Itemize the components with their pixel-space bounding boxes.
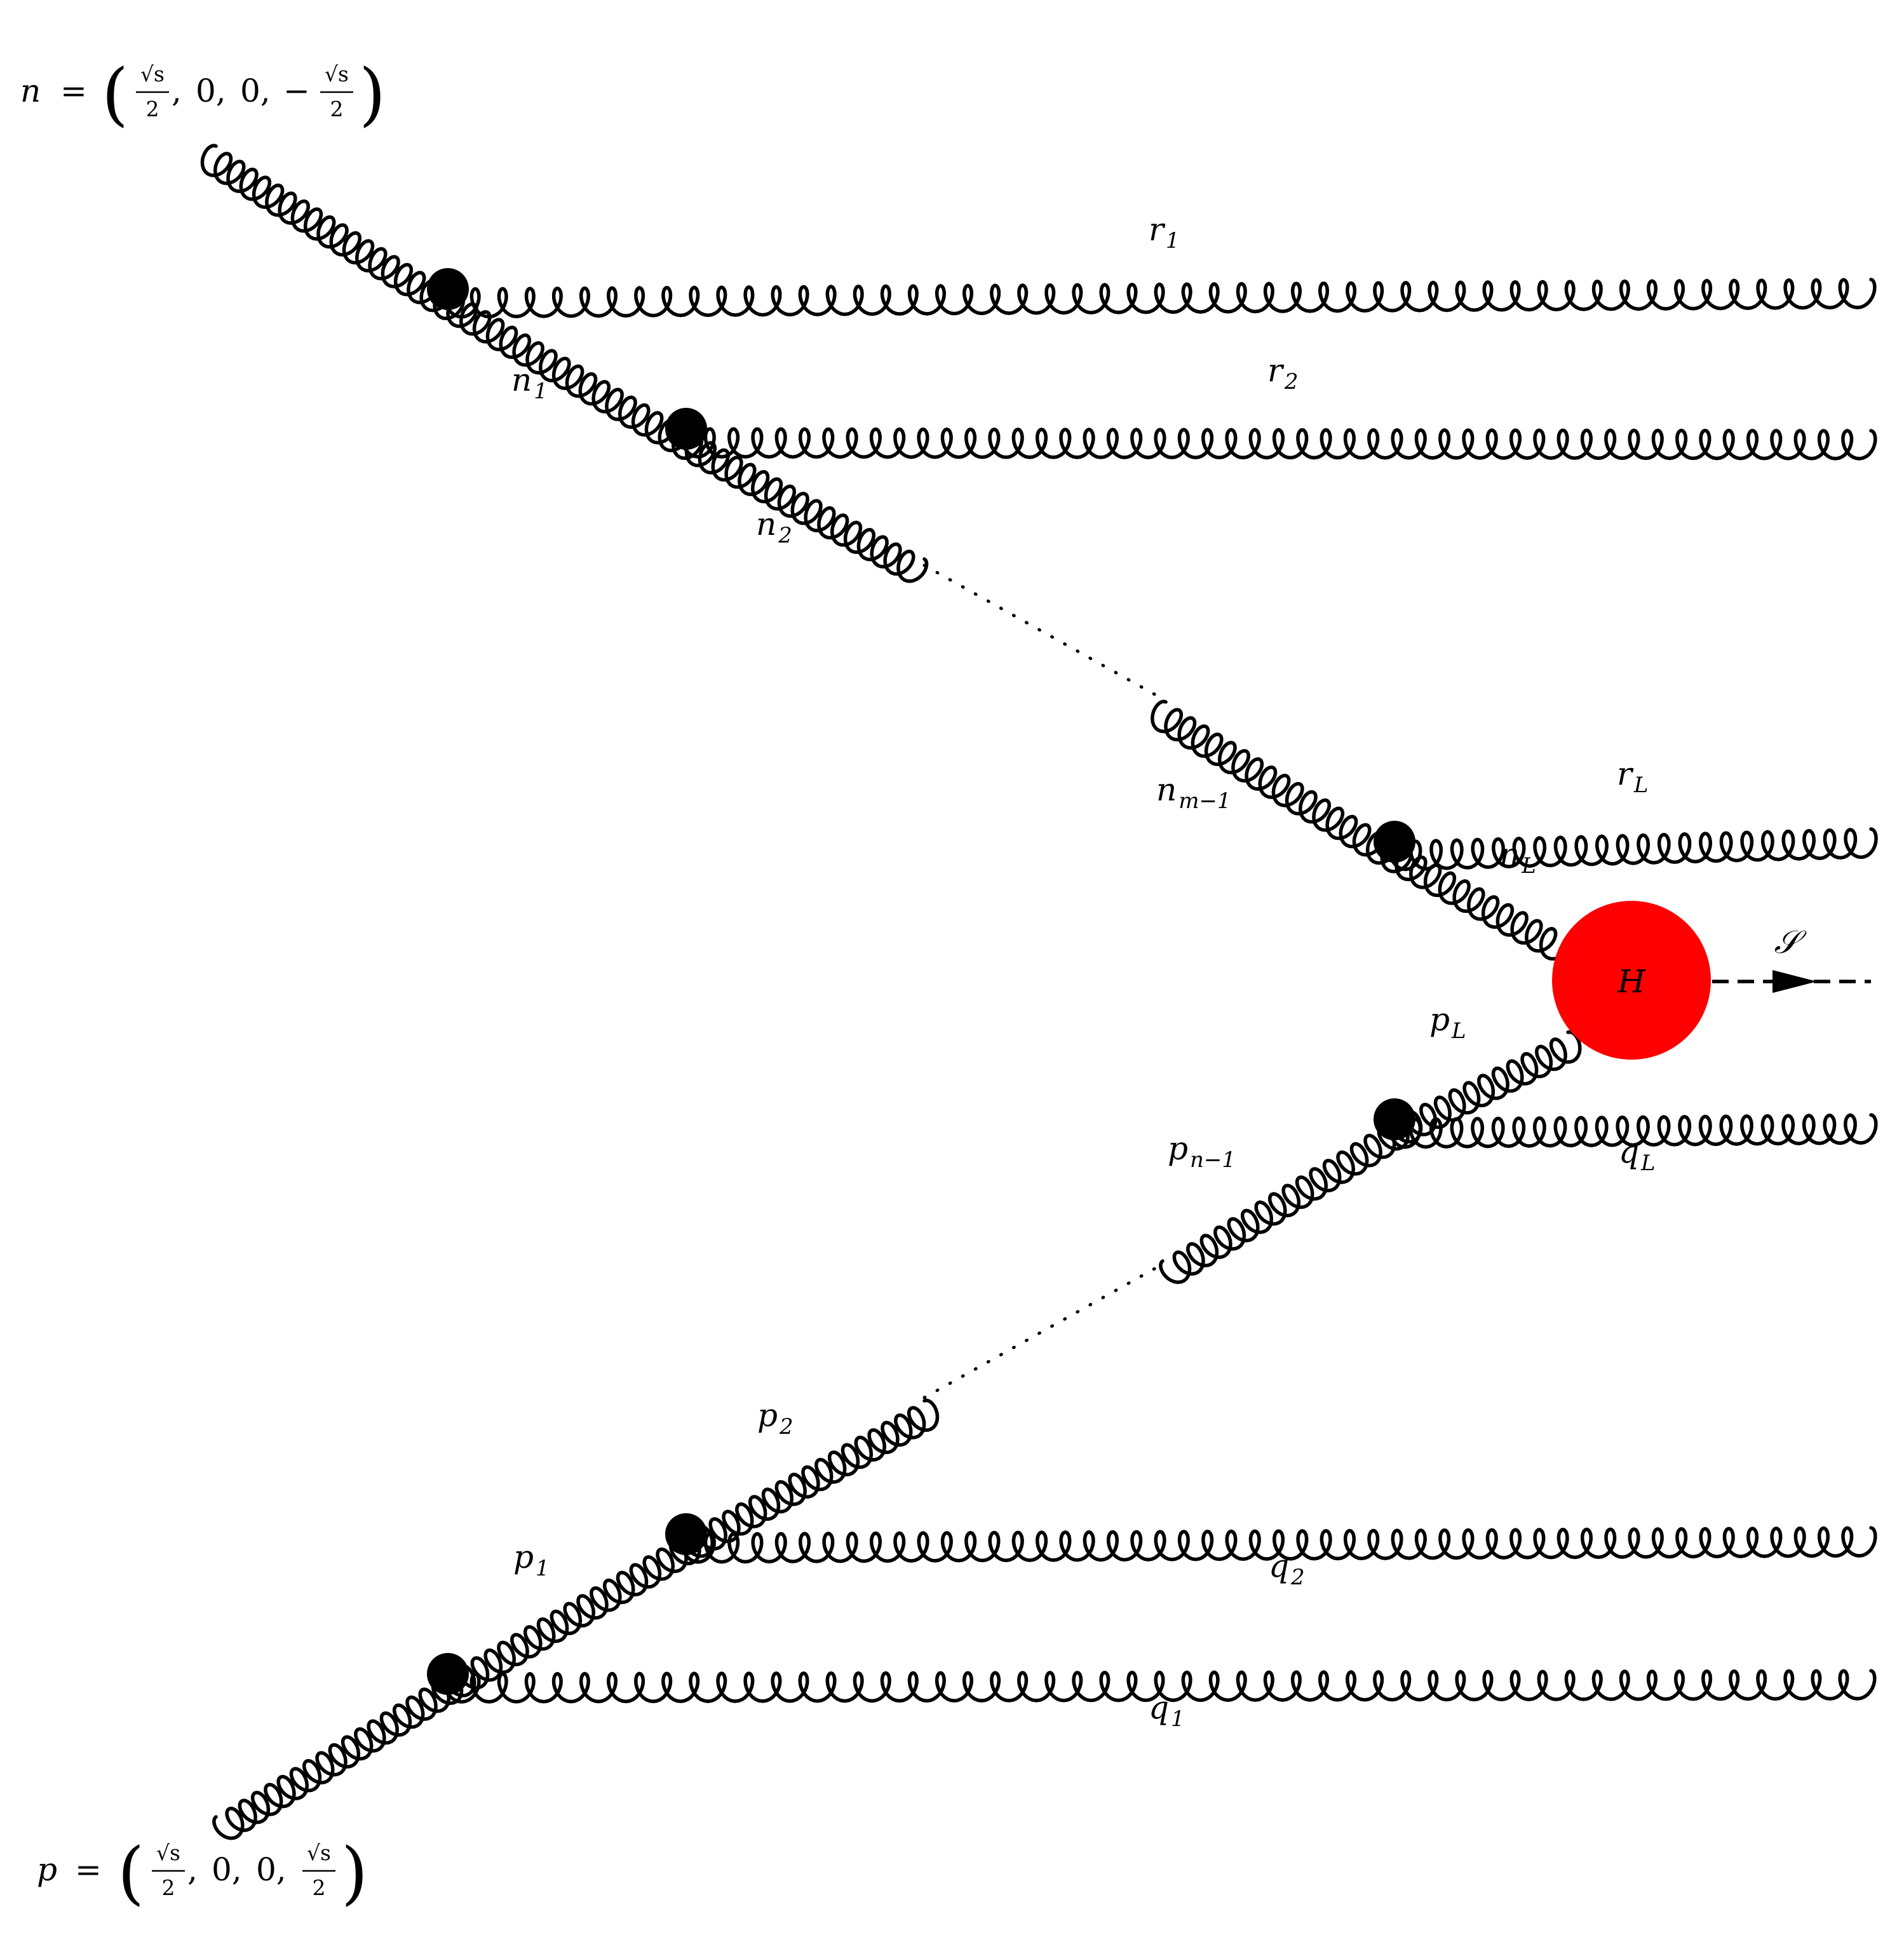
- n-comma1: ,: [172, 72, 182, 109]
- momentum-p-formula: p = ( √s 2 , 0, 0, √s 2 ): [37, 1833, 368, 1913]
- n-frac1-num: √s: [140, 62, 165, 86]
- scalar-label: 𝒮: [1774, 924, 1807, 961]
- gluon-nm1: [1151, 699, 1398, 865]
- label-rL: rL: [1617, 755, 1648, 798]
- n-paren-close: ): [359, 55, 386, 134]
- gluon-p-incoming: [212, 1671, 464, 1840]
- gluon-pn1: [1159, 1117, 1410, 1285]
- label-r1: r1: [1149, 211, 1180, 253]
- gluon-q2: [680, 1526, 1877, 1564]
- gluon-q1: [442, 1669, 1877, 1704]
- hard-blob: [1552, 901, 1711, 1060]
- label-qL: qL: [1619, 1133, 1656, 1176]
- n-minus: −: [283, 72, 310, 109]
- scalar-arrow-icon: [1772, 970, 1817, 993]
- gluon-r2: [680, 427, 1877, 461]
- vertex-p1: [427, 1653, 469, 1695]
- gluon-rL: [1387, 827, 1878, 872]
- label-nL: nL: [1499, 836, 1536, 879]
- label-q2: q2: [1269, 1548, 1305, 1590]
- n-symbol: n: [20, 72, 41, 109]
- n-zero1: 0,: [196, 72, 226, 109]
- momentum-n-formula: n = ( √s 2 , 0, 0, − √s 2 ): [20, 55, 386, 134]
- p-frac1-num: √s: [156, 1840, 180, 1865]
- gluon-n1: [433, 287, 691, 452]
- label-q1: q1: [1149, 1689, 1185, 1732]
- gluon-r1: [442, 278, 1877, 319]
- label-r2: r2: [1267, 352, 1299, 395]
- vertex-n1: [427, 268, 469, 310]
- p-frac1-den: 2: [162, 1875, 175, 1900]
- vertex-nL: [1374, 821, 1415, 863]
- dotted-continuation-p: [922, 1262, 1165, 1400]
- vertex-p2: [665, 1513, 707, 1555]
- label-p1: p1: [513, 1539, 550, 1581]
- gluon-qL: [1387, 1113, 1878, 1149]
- n-frac2-den: 2: [330, 97, 344, 121]
- n-frac2-num: √s: [325, 62, 349, 86]
- label-n2: n2: [756, 506, 792, 548]
- vertex-n2: [665, 408, 707, 450]
- gluon-n-incoming: [200, 144, 452, 313]
- label-n1: n1: [511, 361, 548, 404]
- gluon-p2: [682, 1398, 940, 1558]
- blob-label: H: [1617, 963, 1646, 1000]
- p-paren-close: ): [341, 1833, 368, 1913]
- gluon-p1: [443, 1532, 701, 1697]
- p-comma1: ,: [187, 1851, 198, 1888]
- p-zero1: 0,: [212, 1851, 242, 1888]
- label-nm1: nm−1: [1156, 771, 1231, 814]
- p-frac2-num: √s: [307, 1840, 331, 1865]
- gluon-pL: [1390, 1030, 1582, 1144]
- n-frac1-den: 2: [146, 97, 159, 121]
- label-pL: pL: [1429, 1001, 1466, 1044]
- gluon-n2: [671, 426, 929, 583]
- n-zero2: 0,: [240, 72, 271, 109]
- dotted-continuation-n: [922, 563, 1165, 701]
- label-pn1: pn−1: [1168, 1130, 1236, 1173]
- p-frac2-den: 2: [313, 1875, 326, 1900]
- p-symbol: p: [37, 1851, 57, 1888]
- n-equals: =: [60, 72, 87, 109]
- vertex-pL: [1374, 1098, 1415, 1140]
- gluon-nL: [1380, 839, 1572, 961]
- p-equals: =: [75, 1851, 102, 1888]
- gluon-lines: [200, 144, 1878, 1840]
- p-zero2: 0,: [256, 1851, 287, 1888]
- n-paren-open: (: [102, 55, 128, 134]
- p-paren-open: (: [118, 1833, 144, 1913]
- label-p2: p2: [757, 1397, 793, 1440]
